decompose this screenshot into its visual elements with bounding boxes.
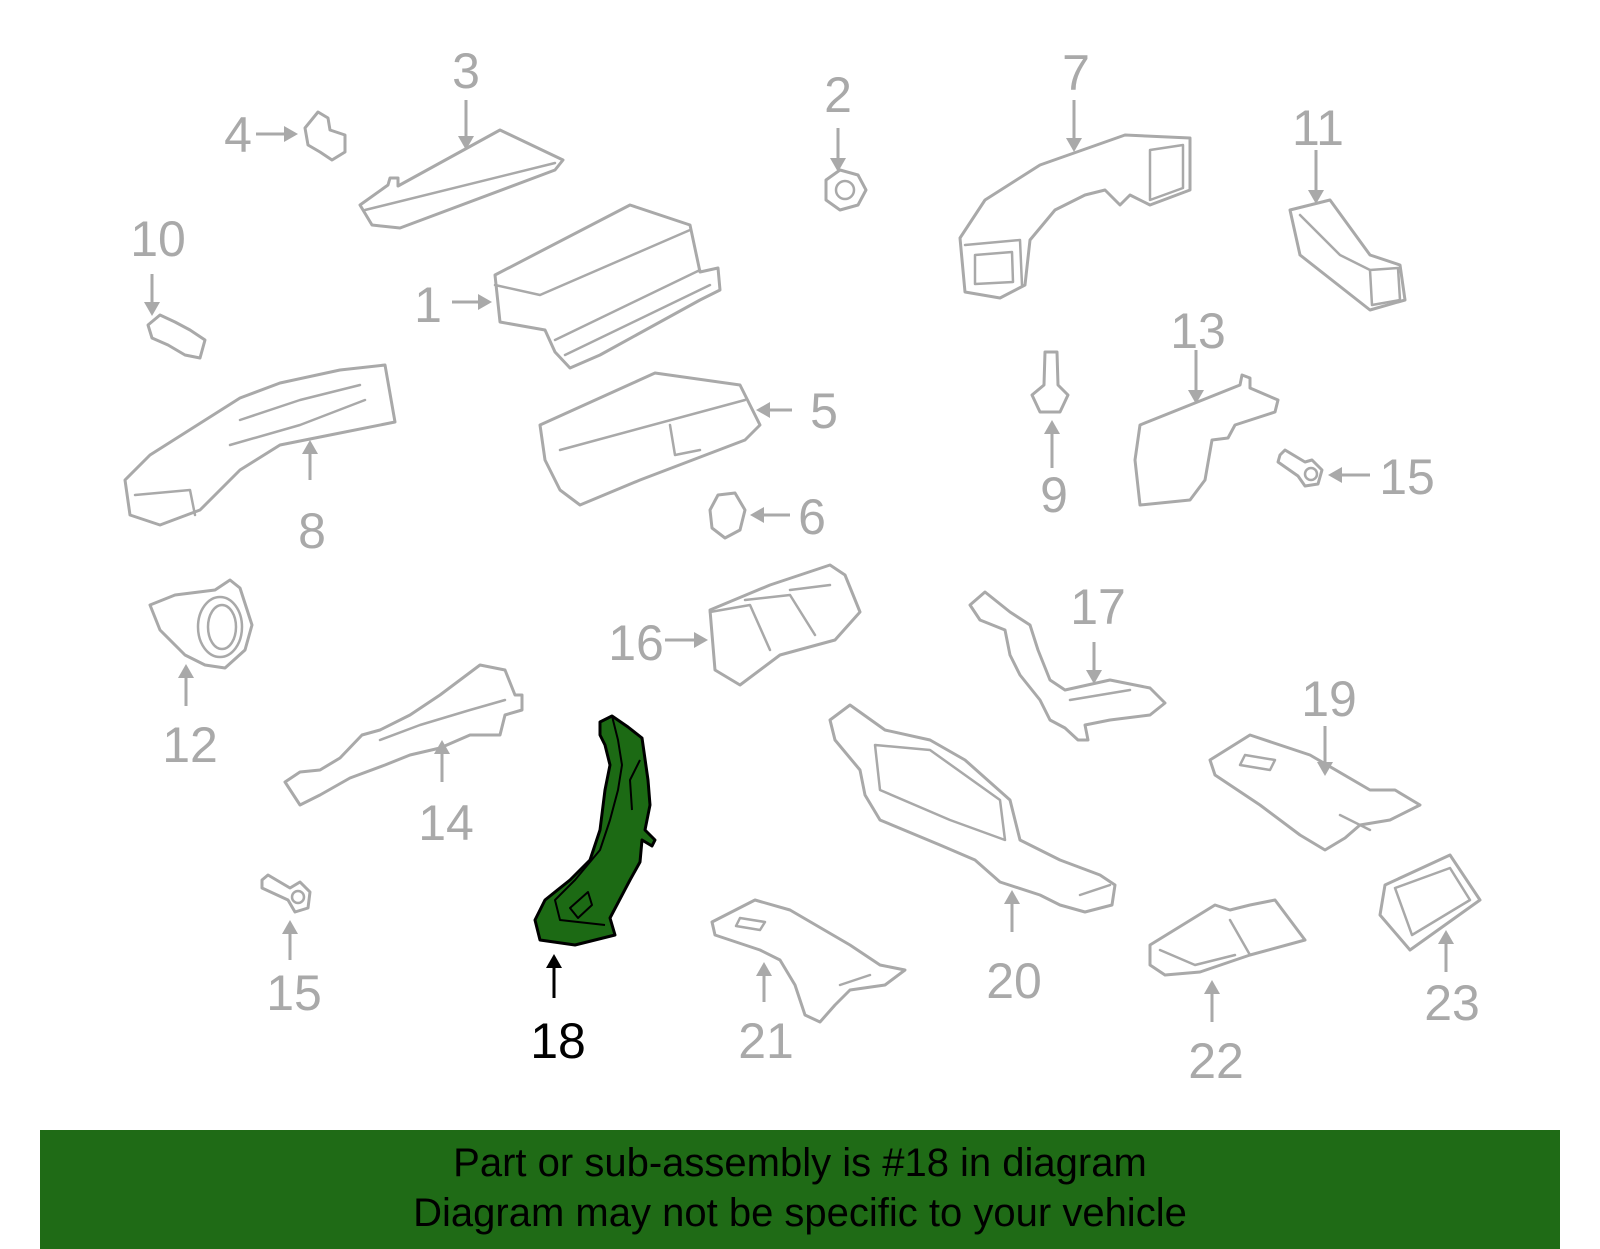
part-1[interactable]: 1	[414, 203, 722, 370]
label-20: 21	[738, 1013, 794, 1069]
part-2[interactable]: 2	[824, 67, 868, 212]
label-10: 10	[130, 211, 186, 267]
part-18[interactable]: 18	[530, 714, 657, 1069]
part-12[interactable]: 12	[148, 578, 254, 773]
label-23: 23	[1424, 975, 1480, 1031]
part-15-left[interactable]: 15	[260, 873, 322, 1021]
part-9[interactable]: 9	[1030, 350, 1070, 523]
part-21[interactable]: 20	[828, 703, 1117, 1009]
banner-line-2: Diagram may not be specific to your vehi…	[413, 1191, 1187, 1235]
part-19[interactable]: 19	[1208, 671, 1422, 852]
label-6: 6	[798, 489, 826, 545]
part-10[interactable]: 10	[130, 211, 207, 360]
label-1: 1	[414, 277, 442, 333]
label-13: 13	[1170, 303, 1226, 359]
part-4[interactable]: 4	[224, 107, 347, 163]
part-5[interactable]: 5	[538, 371, 838, 507]
banner-line-1: Part or sub-assembly is #18 in diagram	[453, 1141, 1147, 1185]
label-11: 11	[1292, 100, 1344, 156]
part-8[interactable]: 8	[123, 363, 397, 559]
label-9: 9	[1040, 467, 1068, 523]
label-2: 2	[824, 67, 852, 123]
label-5: 5	[810, 383, 838, 439]
parts-diagram: 3 4 2 7 11 10	[123, 43, 1482, 1089]
part-3[interactable]: 3	[358, 43, 565, 230]
part-22[interactable]: 22	[1148, 898, 1307, 1089]
label-3: 3	[452, 43, 480, 99]
part-14[interactable]: 14	[283, 663, 524, 851]
part-15-right[interactable]: 15	[1276, 448, 1435, 505]
part-20[interactable]: 21	[710, 898, 907, 1069]
label-4: 4	[224, 107, 252, 163]
label-7: 7	[1062, 45, 1090, 101]
label-22: 22	[1188, 1033, 1244, 1089]
part-16[interactable]: 16	[608, 563, 862, 687]
part-17[interactable]: 17	[968, 579, 1167, 742]
label-18: 18	[530, 1013, 586, 1069]
label-12: 12	[162, 717, 218, 773]
label-15-right: 15	[1379, 449, 1435, 505]
info-banner: Part or sub-assembly is #18 in diagram D…	[40, 1130, 1560, 1249]
part-11[interactable]: 11	[1288, 100, 1407, 312]
label-8: 8	[298, 503, 326, 559]
part-6[interactable]: 6	[708, 489, 826, 545]
label-19: 19	[1301, 671, 1357, 727]
part-7[interactable]: 7	[958, 45, 1192, 300]
label-16: 16	[608, 615, 664, 671]
part-23[interactable]: 23	[1378, 853, 1482, 1031]
label-17: 17	[1070, 579, 1126, 635]
label-15-left: 15	[266, 965, 322, 1021]
label-14: 14	[418, 795, 474, 851]
label-21: 20	[986, 953, 1042, 1009]
part-13[interactable]: 13	[1133, 303, 1280, 507]
